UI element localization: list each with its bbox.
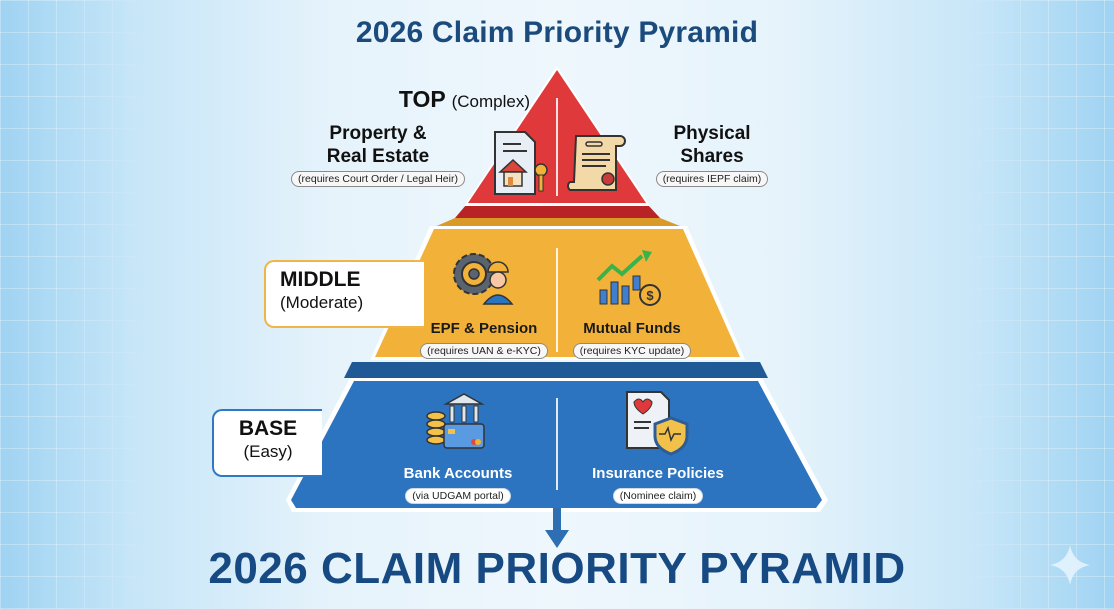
item-title: Bank Accounts — [403, 465, 513, 482]
item-title: Mutual Funds — [583, 320, 681, 337]
insurance-shield-document-icon — [626, 391, 689, 456]
item-physical-shares: Physical Shares (requires IEPF claim) — [632, 122, 792, 187]
level-top-difficulty: (Complex) — [451, 92, 530, 111]
background-grid-left — [0, 0, 150, 609]
footer-title: 2026 CLAIM PRIORITY PYRAMID — [208, 544, 906, 593]
item-insurance-policies: Insurance Policies (Nominee claim) — [578, 462, 738, 504]
level-middle-label: MIDDLE (Moderate) — [264, 260, 424, 328]
base-tier — [286, 362, 828, 512]
gear-worker-icon — [453, 253, 514, 305]
level-base-difficulty: (Easy) — [243, 442, 293, 461]
svg-text:$: $ — [646, 288, 654, 303]
item-note: (Nominee claim) — [612, 488, 704, 504]
item-note: (requires UAN & e-KYC) — [420, 343, 548, 359]
item-bank-accounts: Bank Accounts (via UDGAM portal) — [384, 462, 532, 504]
level-base-name: BASE — [238, 417, 298, 440]
item-note: (via UDGAM portal) — [405, 488, 511, 504]
level-top-name: TOP — [398, 86, 446, 112]
item-note: (requires IEPF claim) — [655, 171, 769, 187]
down-arrow-icon — [545, 508, 569, 548]
item-mutual-funds: Mutual Funds (requires KYC update) — [558, 317, 706, 359]
level-top-label: TOP (Complex) — [330, 86, 530, 113]
item-epf-pension: EPF & Pension (requires UAN & e-KYC) — [410, 317, 558, 359]
level-base-label: BASE (Easy) — [212, 409, 322, 477]
item-property-real-estate: Property & Real Estate (requires Court O… — [278, 122, 478, 187]
item-note: (requires Court Order / Legal Heir) — [291, 171, 465, 187]
item-title-line2: Shares — [680, 146, 744, 167]
sparkle-icon — [1050, 545, 1090, 585]
bank-coins-card-icon — [426, 393, 485, 449]
growth-chart-dollar-icon: $ — [596, 250, 661, 306]
page-title: 2026 Claim Priority Pyramid — [355, 16, 759, 49]
item-note: (requires KYC update) — [572, 343, 692, 359]
item-title: Insurance Policies — [592, 465, 724, 482]
level-middle-difficulty: (Moderate) — [280, 293, 364, 312]
item-title: EPF & Pension — [430, 320, 538, 337]
background-grid-right — [964, 0, 1114, 609]
level-middle-name: MIDDLE — [280, 268, 361, 291]
certificate-scroll-icon — [567, 135, 626, 191]
item-title-line1: Physical — [673, 123, 751, 144]
property-key-document-icon — [494, 131, 548, 195]
item-title-line2: Real Estate — [326, 146, 430, 167]
item-title-line1: Property & — [329, 123, 427, 144]
